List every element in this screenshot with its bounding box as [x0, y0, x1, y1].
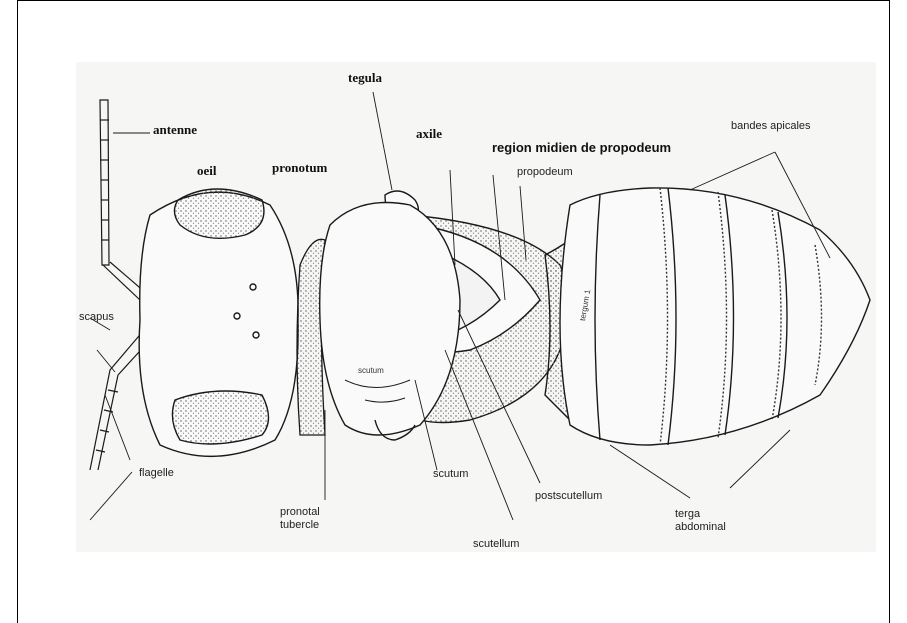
label-bandes-apicales: bandes apicales: [731, 120, 811, 132]
label-propodeum: propodeum: [517, 166, 573, 178]
label-postscutellum: postscutellum: [535, 490, 602, 502]
antenna-upper: [100, 100, 146, 300]
label-scutum-inner: scutum: [358, 366, 384, 375]
label-axile: axile: [416, 126, 442, 142]
label-oeil: oeil: [197, 163, 217, 179]
label-scutellum: scutellum: [473, 538, 519, 550]
label-pronotum: pronotum: [272, 160, 327, 176]
label-flagelle: flagelle: [139, 467, 174, 479]
label-scapus: scapus: [79, 311, 114, 323]
abdomen: [545, 188, 870, 445]
label-scutum: scutum: [433, 468, 468, 480]
label-tubercle: tubercle: [280, 519, 319, 531]
label-antenne: antenne: [153, 122, 197, 138]
label-pronotal: pronotal: [280, 506, 320, 518]
thorax: [320, 191, 568, 440]
label-region-midien: region midien de propodeum: [492, 140, 671, 155]
head: [139, 189, 298, 456]
label-terga: terga: [675, 508, 700, 520]
label-tegula: tegula: [348, 70, 382, 86]
label-abdominal: abdominal: [675, 521, 726, 533]
